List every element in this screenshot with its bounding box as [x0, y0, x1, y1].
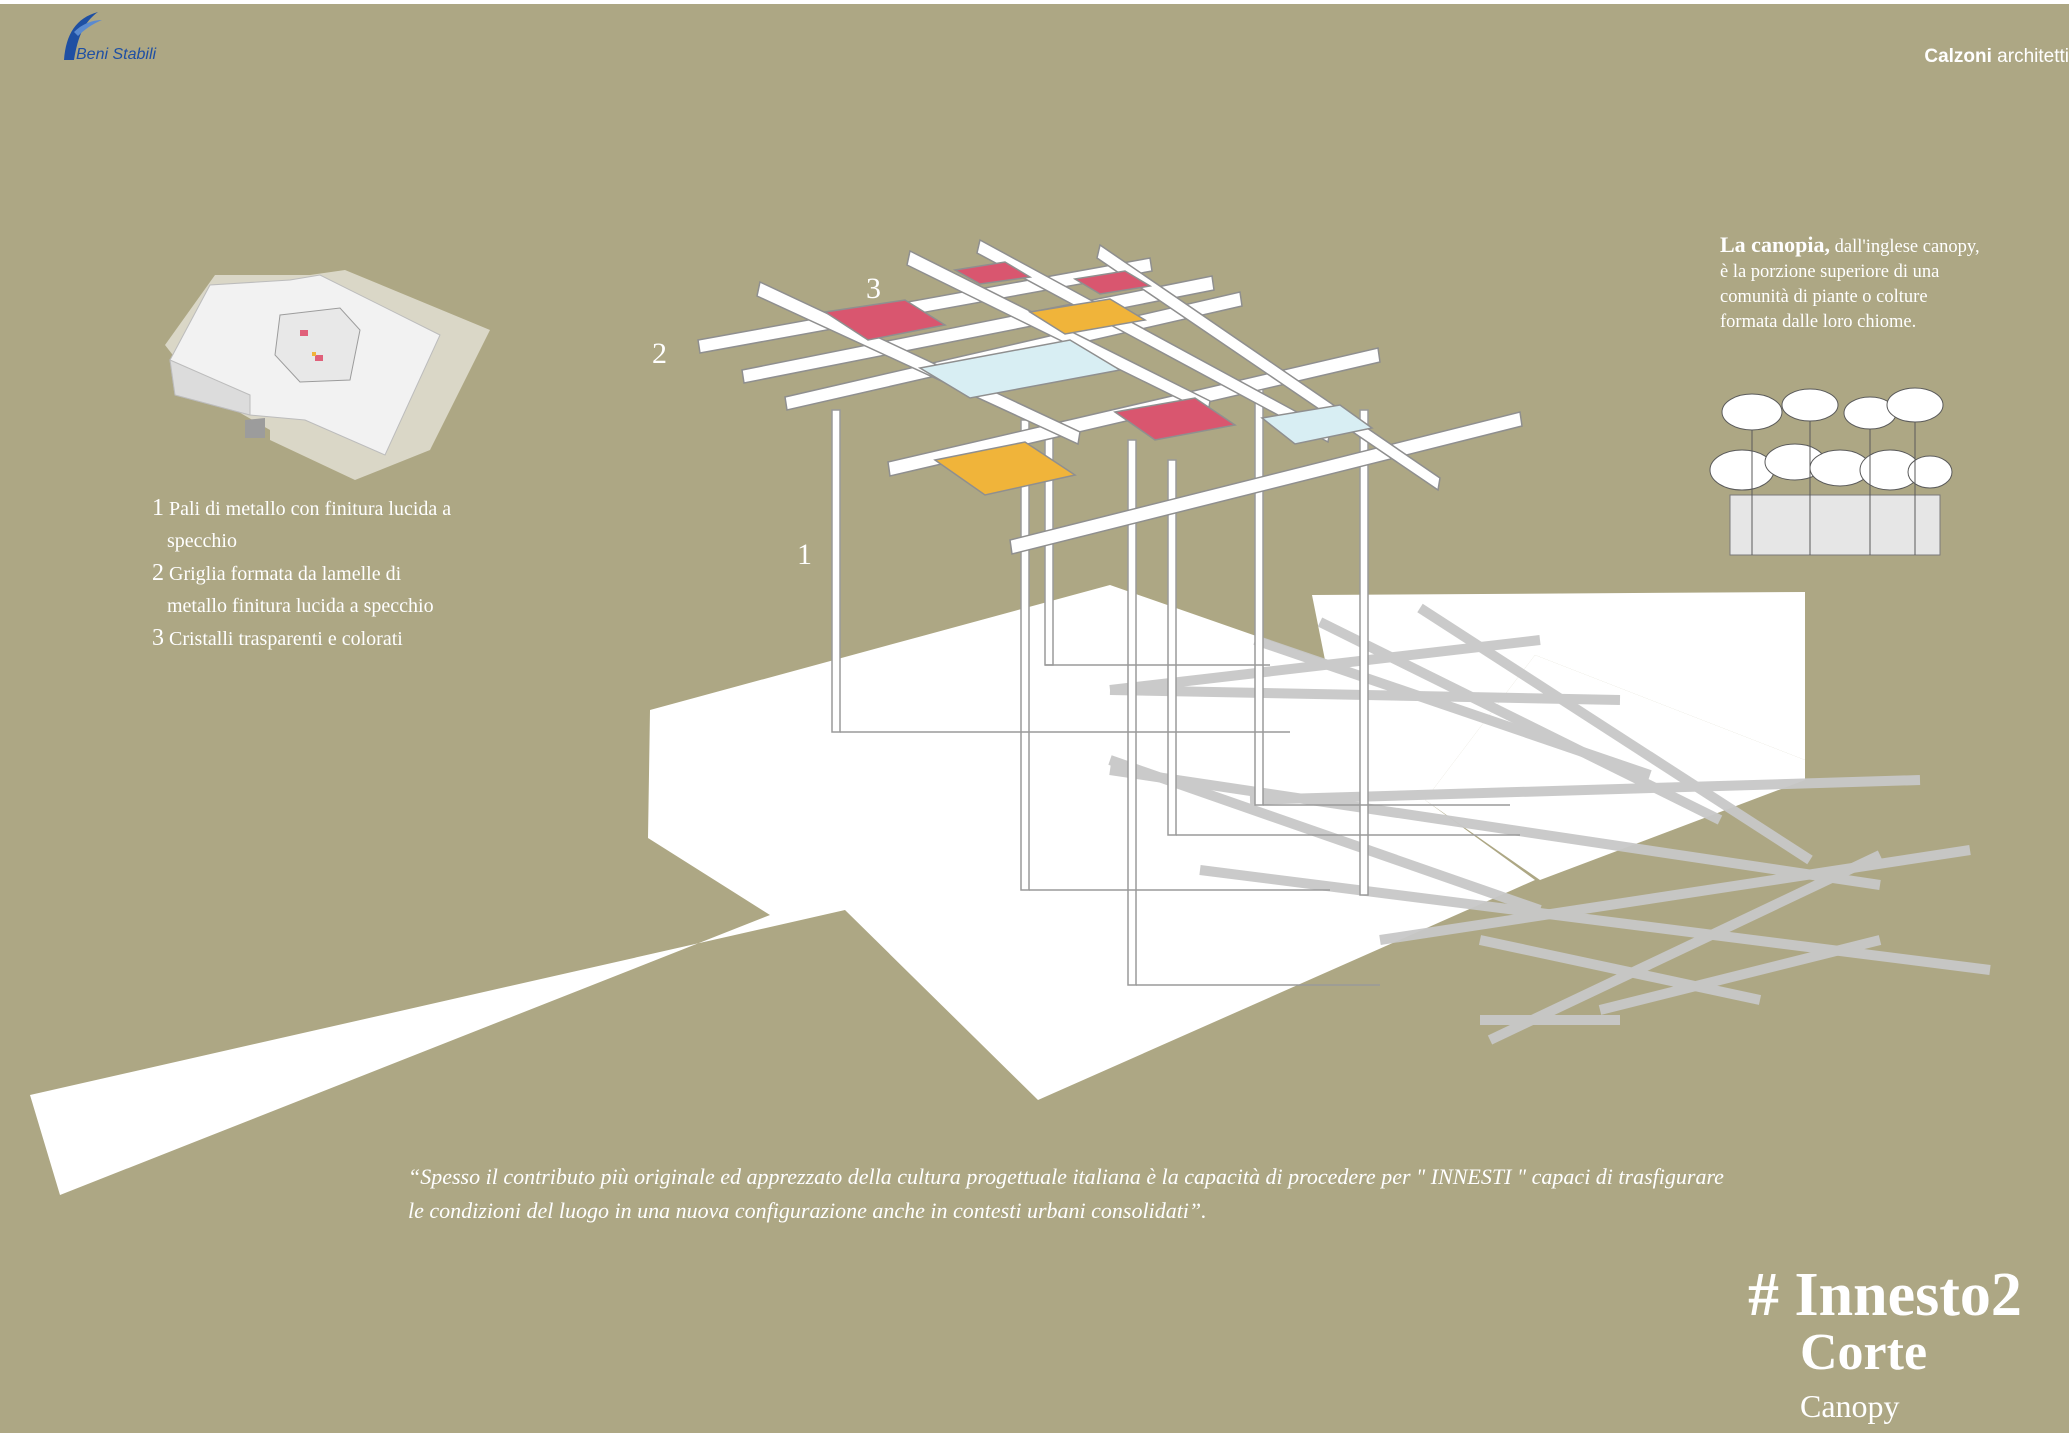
project-tagline: Canopy [1800, 1388, 1900, 1424]
ground-plane [30, 585, 1805, 1195]
legend-text: Cristalli trasparenti e colorati [164, 628, 403, 650]
legend-item-2: 2 Griglia formata da lamelle di [152, 557, 492, 590]
callout-1: 1 [797, 538, 812, 571]
top-border [0, 0, 2071, 4]
tree-canopy-sketch [1709, 387, 1953, 556]
legend-text: Pali di metallo con finitura lucida a [164, 498, 452, 520]
beni-stabili-logo [64, 12, 102, 60]
right-border [2069, 0, 2071, 1433]
callout-3: 3 [866, 272, 881, 305]
client-logo-text: Beni Stabili [76, 46, 157, 63]
glass-panes [822, 261, 1374, 496]
callout-2: 2 [652, 337, 667, 370]
project-title: # Innesto2 [1748, 1261, 2022, 1329]
pole-bases [840, 664, 1520, 986]
legend-text-cont: specchio [167, 530, 237, 552]
legend-text: Griglia formata da lamelle di [164, 563, 402, 585]
legend-num: 3 [152, 625, 164, 651]
legend-item-1: 1 Pali di metallo con finitura lucida a [152, 492, 492, 525]
legend-list: 1 Pali di metallo con finitura lucida a … [152, 492, 492, 655]
building-inset [165, 270, 490, 480]
project-title-block: # Innesto2 Corte Canopy [1748, 1262, 2022, 1433]
legend-num: 1 [152, 495, 164, 521]
legend-item-3: 3 Cristalli trasparenti e colorati [152, 622, 492, 655]
canopy-note: La canopia, dall'inglese canopy, è la po… [1720, 232, 1980, 335]
firm-name-rest: architetti [1991, 46, 2069, 67]
firm-name-bold: Calzoni [1924, 46, 1992, 67]
design-quote: “Spesso il contributo più originale ed a… [408, 1164, 1724, 1223]
project-subtitle: Corte [1800, 1324, 1928, 1381]
legend-text-cont: metallo finitura lucida a specchio [167, 595, 434, 617]
canopy-shadow [1108, 603, 1991, 1045]
firm-name: Calzoni architetti [1924, 46, 2069, 68]
canopy-note-text: dall'inglese canopy, è la porzione super… [1720, 237, 1980, 332]
legend-num: 2 [152, 560, 164, 586]
canopy-poles [831, 379, 1369, 986]
canopy-note-bold: La canopia, [1720, 232, 1831, 257]
